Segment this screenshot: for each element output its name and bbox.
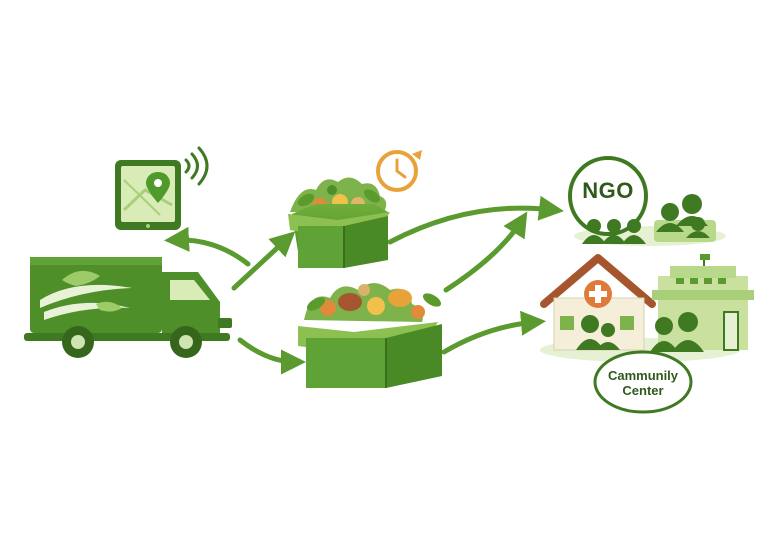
ngo-label: NGO bbox=[572, 178, 644, 204]
clock-icon bbox=[378, 150, 422, 190]
arrow-large-box-to-ngo bbox=[446, 220, 522, 290]
building-icon bbox=[650, 254, 754, 352]
arrow-truck-to-tablet bbox=[174, 240, 248, 264]
truck-wheel bbox=[62, 326, 94, 358]
delivery-truck-icon bbox=[24, 257, 232, 358]
produce-box-icon bbox=[288, 177, 390, 268]
arrow-large-box-to-center bbox=[444, 322, 536, 352]
arrow-small-box-to-ngo bbox=[390, 208, 554, 242]
people-group-icon bbox=[582, 219, 646, 244]
signal-waves-icon bbox=[186, 148, 207, 184]
people-group-icon bbox=[654, 194, 716, 242]
produce-box-icon bbox=[298, 283, 443, 388]
community-center-label-line1: Cammunily bbox=[600, 368, 686, 383]
community-center-label-line2: Center bbox=[600, 383, 686, 398]
truck-wheel bbox=[170, 326, 202, 358]
arrow-truck-to-small-box bbox=[234, 238, 288, 288]
produce-pile bbox=[304, 283, 443, 322]
arrow-truck-to-large-box bbox=[240, 340, 296, 362]
community-center-label: Cammunily Center bbox=[600, 368, 686, 398]
tablet-map-pin-icon bbox=[115, 160, 181, 230]
